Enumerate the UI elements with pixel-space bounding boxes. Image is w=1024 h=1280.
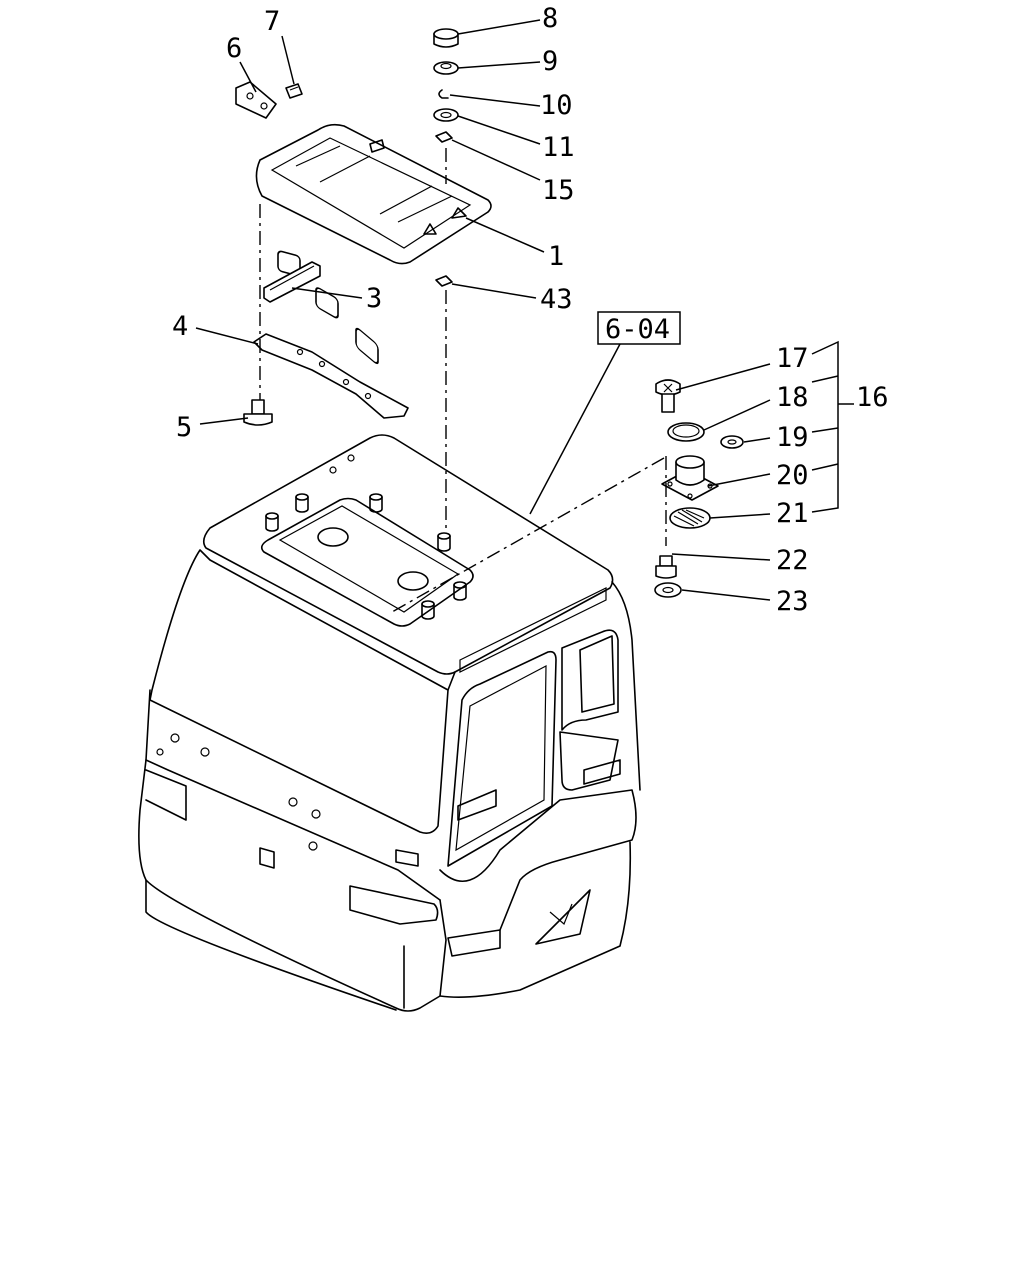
callout-6: 6 — [226, 33, 242, 64]
callout-3: 3 — [366, 283, 382, 314]
reference-label: 6-04 — [605, 314, 670, 345]
assembly-lines — [259, 148, 667, 613]
cab-body — [138, 434, 641, 1012]
callout-7: 7 — [264, 6, 280, 37]
callout-5: 5 — [176, 412, 192, 443]
callout-19: 19 — [776, 422, 809, 453]
callout-8: 8 — [542, 3, 558, 34]
callout-22: 22 — [776, 545, 809, 576]
callout-21: 21 — [776, 498, 809, 529]
leader-lines — [195, 19, 854, 601]
callout-23: 23 — [776, 586, 809, 617]
callout-11: 11 — [542, 132, 575, 163]
callout-10: 10 — [540, 90, 573, 121]
plate-6 — [235, 81, 277, 119]
vent-assembly — [654, 379, 744, 598]
nut-stack — [433, 28, 459, 287]
reference-box: 6-04 — [597, 311, 681, 345]
screw-7 — [285, 83, 303, 99]
callout-9: 9 — [542, 46, 558, 77]
callout-20: 20 — [776, 460, 809, 491]
callout-1: 1 — [548, 241, 564, 272]
callout-43: 43 — [540, 284, 573, 315]
bracket-3 — [263, 261, 321, 303]
callout-15: 15 — [542, 175, 575, 206]
roof-cover — [255, 123, 492, 365]
callout-17: 17 — [776, 343, 809, 374]
callout-16: 16 — [856, 382, 889, 413]
bracket-4 — [253, 333, 409, 419]
callouts: 8 9 10 11 15 1 43 3 4 5 6 7 17 18 19 20 … — [172, 3, 889, 617]
callout-4: 4 — [172, 311, 188, 342]
bolt-5 — [243, 399, 273, 426]
callout-18: 18 — [776, 382, 809, 413]
